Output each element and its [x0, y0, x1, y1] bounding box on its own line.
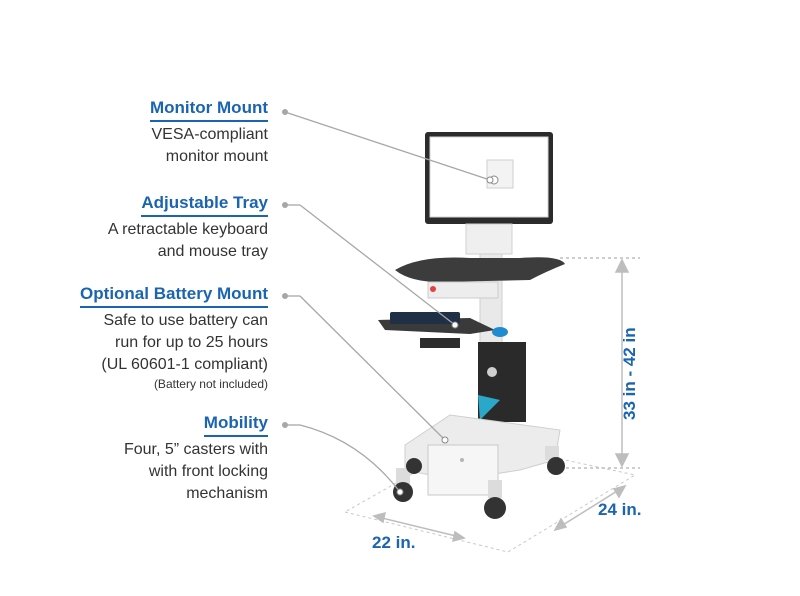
leader-lines: [284, 111, 491, 493]
feature-adjustable-tray: Adjustable Tray A retractable keyboard a…: [108, 192, 268, 263]
dimension-depth-label: 24 in.: [598, 500, 642, 519]
height-dimension: [560, 257, 640, 469]
caster-back-left: [406, 458, 422, 474]
width-dimension: [372, 511, 466, 543]
caster-back-right: [545, 446, 565, 475]
mast-upper: [465, 223, 513, 255]
feature-desc-line: and mouse tray: [157, 243, 268, 260]
caster-front-left: [393, 468, 413, 502]
keyboard-tray: [378, 312, 508, 337]
feature-title: Monitor Mount: [149, 97, 268, 122]
feature-title: Optional Battery Mount: [80, 283, 268, 308]
drawer: [427, 281, 499, 299]
feature-desc-line: A retractable keyboard: [107, 221, 268, 238]
feature-desc-line: mechanism: [186, 485, 268, 502]
tray-bracket: [420, 338, 460, 348]
feature-desc-line: Four, 5” casters with: [123, 441, 268, 458]
feature-desc-line: Safe to use battery can: [103, 312, 268, 329]
feature-mobility: Mobility Four, 5” casters with with fron…: [124, 412, 268, 505]
feature-battery-mount: Optional Battery Mount Safe to use batte…: [80, 283, 268, 392]
handle-icon: [430, 286, 436, 292]
leader-dots: [282, 109, 288, 428]
feature-note: (Battery not included): [153, 377, 268, 391]
feature-desc-line: (UL 60601-1 compliant): [101, 356, 268, 373]
dimension-width-label: 22 in.: [372, 533, 416, 552]
feature-desc-line: monitor mount: [165, 148, 268, 165]
feature-title: Mobility: [203, 412, 268, 437]
battery-unit: [478, 342, 526, 422]
caster-front-right: [484, 480, 506, 519]
depth-dimension: [553, 484, 627, 532]
feature-monitor-mount: Monitor Mount VESA-compliant monitor mou…: [149, 97, 269, 168]
dimension-height-label: 33 in - 42 in: [620, 327, 639, 420]
feature-desc-line: VESA-compliant: [151, 126, 269, 143]
feature-desc-line: with front locking: [148, 463, 268, 480]
target-dots: [396, 176, 494, 496]
feature-title: Adjustable Tray: [141, 192, 268, 217]
feature-desc-line: run for up to 25 hours: [115, 334, 268, 351]
work-surface: [395, 257, 565, 282]
cart-base: [404, 414, 561, 496]
